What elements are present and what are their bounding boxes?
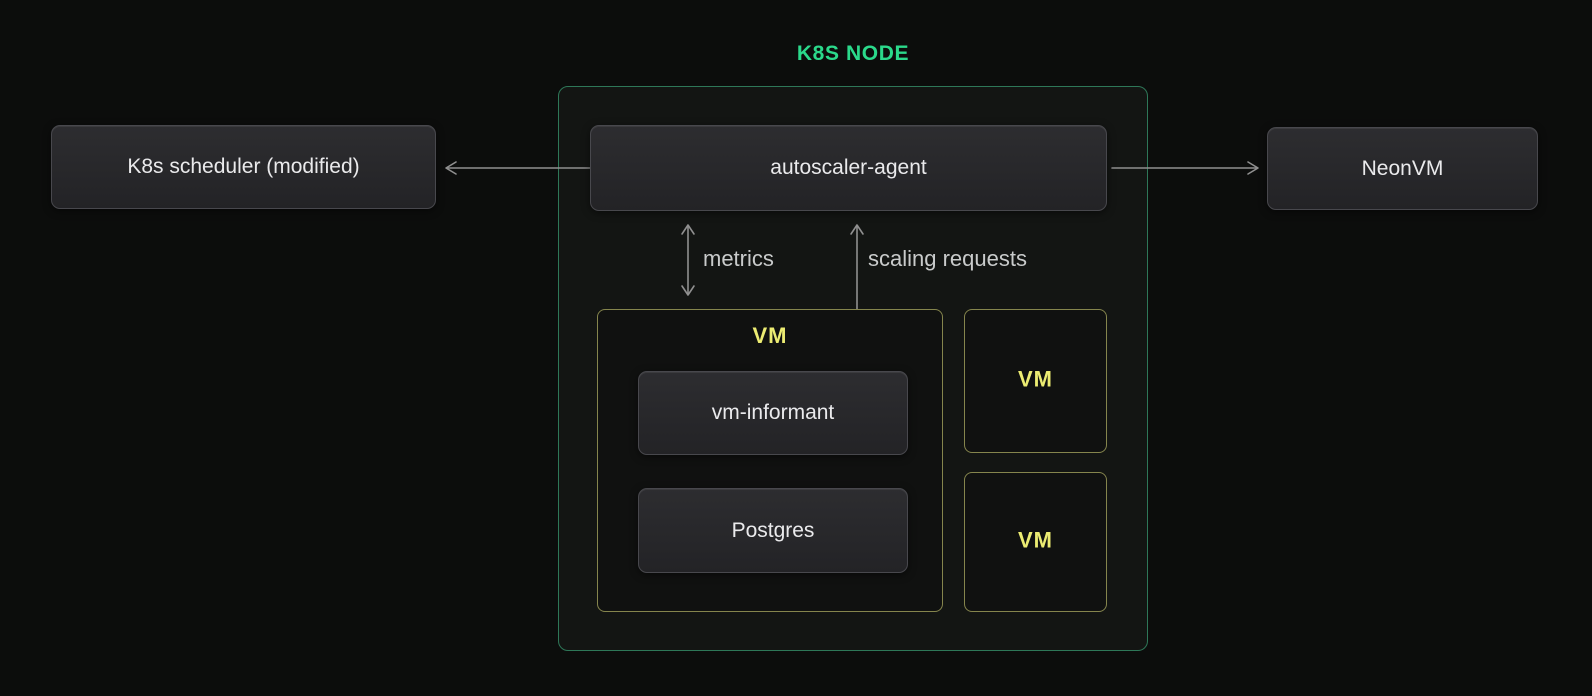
node-postgres-label: Postgres: [731, 518, 815, 542]
node-autoscaler-agent: autoscaler-agent: [590, 125, 1107, 211]
node-neonvm-label: NeonVM: [1361, 156, 1444, 180]
edge-label-metrics: metrics: [703, 246, 774, 271]
node-vm-informant-label: vm-informant: [711, 401, 835, 424]
node-vm-small-1: VM: [964, 309, 1107, 453]
edge-label-scaling-requests: scaling requests: [868, 246, 1027, 271]
node-vm-small-2-label: VM: [1018, 527, 1053, 553]
node-k8s-scheduler-label: K8s scheduler (modified): [127, 155, 360, 178]
node-autoscaler-agent-label: autoscaler-agent: [770, 156, 927, 179]
node-k8s-scheduler: K8s scheduler (modified): [51, 125, 436, 209]
node-vm-small-1-label: VM: [1018, 366, 1053, 392]
node-neonvm: NeonVM: [1267, 127, 1538, 210]
k8s-node-title: K8S NODE: [796, 42, 910, 65]
node-vm-informant: vm-informant: [638, 371, 908, 455]
node-vm-small-2: VM: [964, 472, 1107, 612]
node-postgres: Postgres: [638, 488, 908, 573]
node-vm-main-label: VM: [752, 323, 788, 348]
